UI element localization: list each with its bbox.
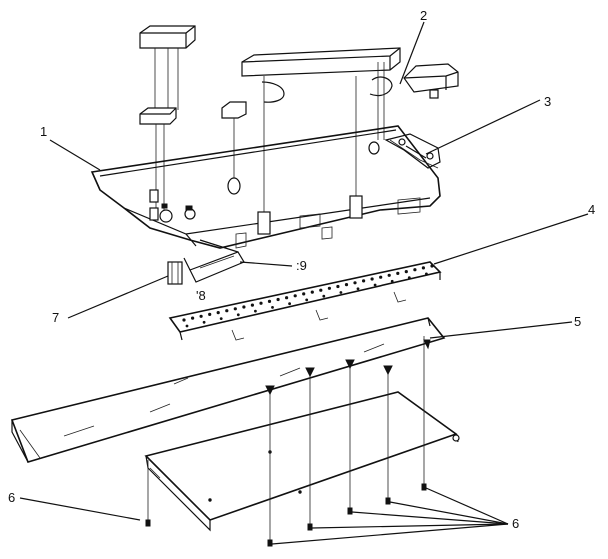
callout-9: :9 bbox=[296, 258, 307, 273]
callout-8-number: 8 bbox=[198, 288, 205, 303]
rail-hole bbox=[236, 313, 240, 317]
rail-hole bbox=[267, 299, 272, 303]
rail-hole bbox=[182, 318, 186, 322]
connector-post bbox=[167, 261, 183, 285]
rail-hole bbox=[219, 317, 223, 320]
rail-hole bbox=[336, 284, 340, 289]
rail-hole bbox=[208, 312, 212, 316]
small-cap-left bbox=[139, 107, 177, 210]
callout-2: 2 bbox=[420, 8, 427, 23]
screw-guides bbox=[147, 336, 425, 540]
rail-hole bbox=[199, 314, 203, 318]
rail-hole bbox=[356, 287, 360, 291]
screws bbox=[145, 359, 427, 547]
rail-hole bbox=[327, 286, 331, 290]
callout-8: '8 bbox=[196, 288, 206, 303]
rail-hole bbox=[353, 281, 357, 285]
rail-hole bbox=[430, 264, 434, 268]
upper-key-bar bbox=[241, 47, 401, 103]
callout-5: 5 bbox=[574, 314, 581, 329]
rail-hole bbox=[191, 316, 195, 320]
main-chassis bbox=[90, 125, 441, 249]
rail-hole bbox=[233, 307, 237, 311]
rail-hole bbox=[370, 277, 374, 281]
rail-hole bbox=[288, 302, 291, 306]
rail-hole bbox=[425, 272, 428, 276]
small-cap-center bbox=[221, 101, 247, 195]
callout-9-prefix: : bbox=[296, 258, 300, 273]
rail-hole bbox=[344, 283, 349, 287]
rail-hole bbox=[285, 296, 289, 300]
rail-hole bbox=[225, 309, 229, 313]
large-flat-board bbox=[10, 317, 446, 463]
callout-labels: 1 2 3 4 5 6 6 7 '8 :9 bbox=[8, 8, 595, 531]
callout-leaders bbox=[19, 21, 589, 545]
callout-8-prefix: ' bbox=[196, 288, 198, 303]
rail-hole bbox=[276, 297, 280, 302]
rail-hole bbox=[259, 301, 263, 305]
rail-hole bbox=[407, 276, 411, 279]
rail-hole bbox=[216, 311, 220, 315]
rail-hole bbox=[202, 320, 206, 324]
callout-4: 4 bbox=[588, 202, 595, 217]
rail-hole bbox=[362, 279, 366, 283]
rail-hole bbox=[373, 283, 377, 287]
upper-knob-right bbox=[403, 63, 459, 99]
rail-hole bbox=[387, 273, 391, 277]
right-bracket bbox=[384, 133, 441, 169]
callout-6-left: 6 bbox=[8, 490, 15, 505]
rail-hole bbox=[390, 279, 394, 283]
rail-hole bbox=[271, 306, 274, 309]
callout-9-number: 9 bbox=[300, 258, 307, 273]
rail-hole bbox=[185, 324, 189, 328]
rail-hole bbox=[305, 298, 309, 302]
rail-hole bbox=[421, 266, 425, 270]
rail-hole bbox=[319, 288, 323, 292]
callout-3: 3 bbox=[544, 94, 551, 109]
callout-6-right: 6 bbox=[512, 516, 519, 531]
rail-hole bbox=[404, 270, 408, 274]
rail-hole bbox=[379, 275, 383, 279]
rail-hole bbox=[396, 271, 400, 275]
upper-knob-left bbox=[139, 25, 196, 110]
rail-hole bbox=[322, 294, 326, 298]
rail-hole bbox=[302, 292, 306, 296]
rail-hole bbox=[242, 305, 246, 309]
rail-hole bbox=[413, 268, 417, 272]
callout-1: 1 bbox=[40, 124, 47, 139]
rail-hole bbox=[293, 294, 297, 298]
rail-hole bbox=[254, 309, 257, 313]
rail-hole bbox=[339, 291, 343, 294]
rail-hole bbox=[250, 303, 254, 307]
rail-hole bbox=[310, 290, 314, 294]
perforated-rail bbox=[168, 261, 442, 341]
callout-7: 7 bbox=[52, 310, 59, 325]
